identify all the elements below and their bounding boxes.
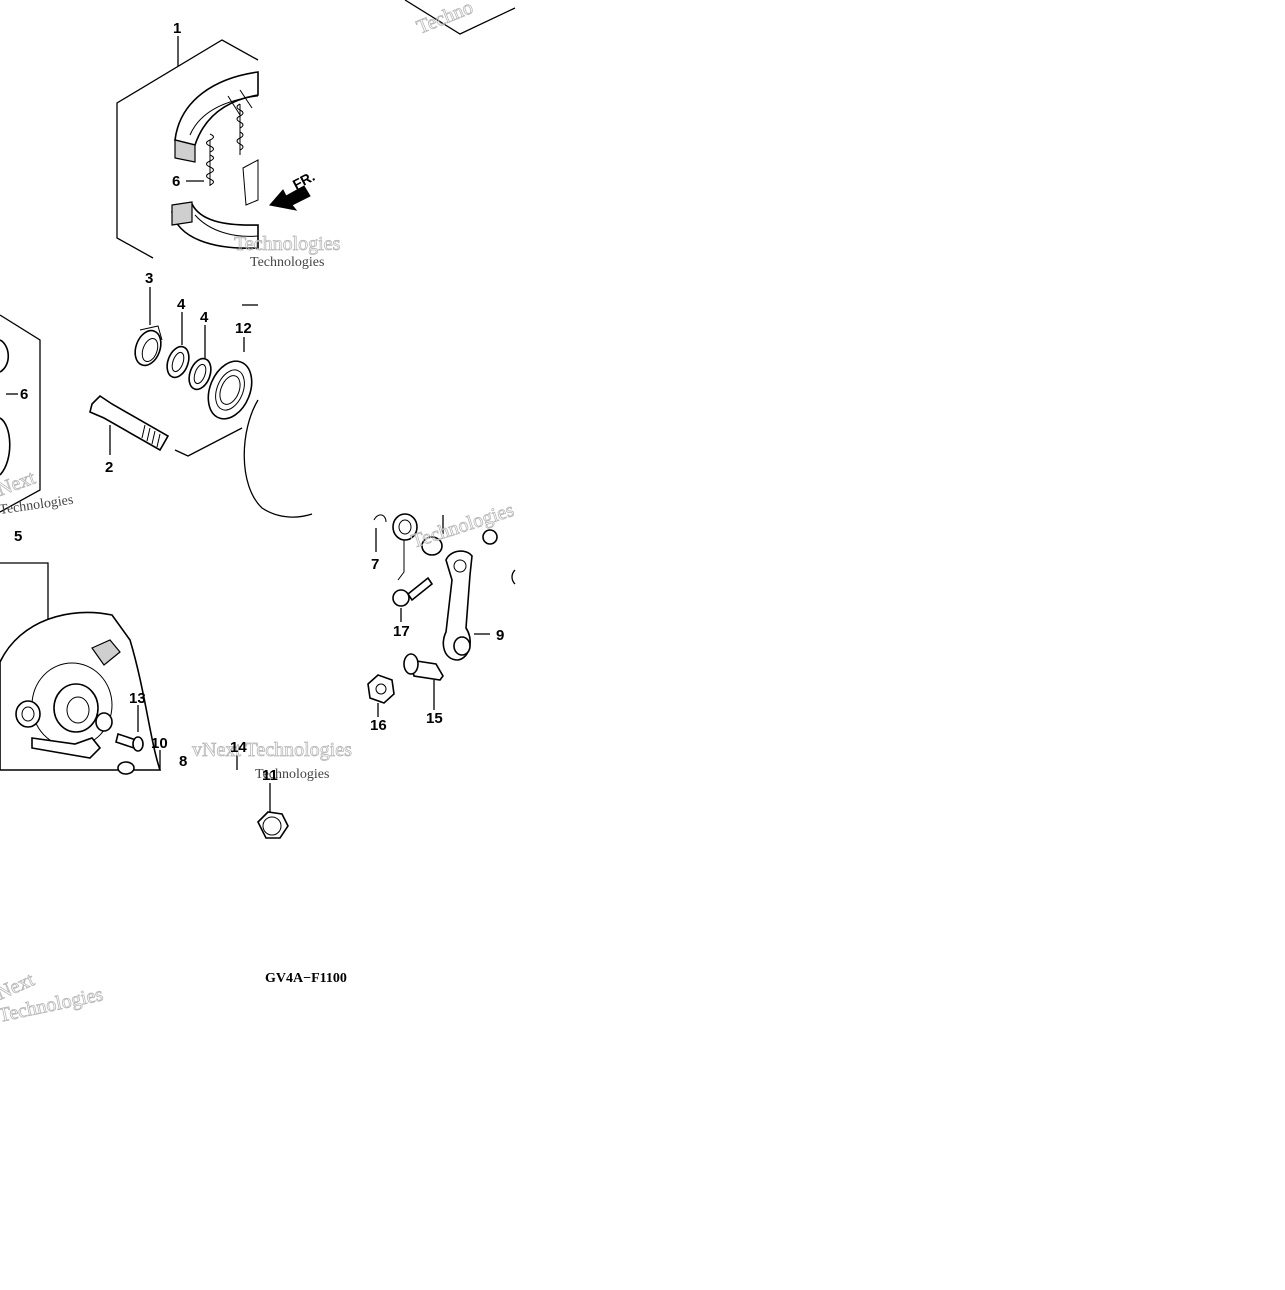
box-left-middle: Next Technologies	[0, 314, 74, 518]
brake-arm-assembly: Technologies	[367, 499, 517, 717]
callout-2: 2	[105, 459, 113, 476]
watermark: vNext Technologies	[192, 739, 352, 761]
callout-10: 10	[151, 735, 168, 752]
callout-9: 9	[496, 627, 504, 644]
callout-11: 11	[262, 767, 278, 784]
callout-labels: 1 6 3 4 4 12 6 2 5 7 17 9 16 15 13 10 8 …	[14, 20, 504, 784]
callout-8: 8	[179, 753, 187, 770]
callout-14: 14	[230, 739, 247, 756]
callout-6: 6	[172, 173, 180, 190]
callout-7: 7	[371, 556, 379, 573]
watermark: Technologies	[255, 767, 329, 782]
brake-shoe-set: FR. Technologies Technologies	[116, 36, 341, 270]
watermark: Technologies	[409, 499, 517, 553]
callout-4: 4	[200, 309, 209, 326]
brake-panel: vNext Technologies	[0, 562, 352, 775]
brake-cam-assembly	[89, 287, 313, 518]
watermark: Techno	[414, 0, 477, 39]
callout-16: 16	[370, 717, 387, 734]
watermark: Technologies	[234, 233, 341, 255]
callout-6: 6	[20, 386, 28, 403]
watermark: Next	[0, 467, 39, 501]
callout-13: 13	[129, 690, 146, 707]
box-corner-top-right: Techno	[404, 0, 516, 39]
callout-5: 5	[14, 528, 22, 545]
watermark: Technologies	[250, 255, 324, 270]
axle-nut: Technologies	[255, 767, 329, 839]
front-direction-label: FR.	[290, 168, 317, 193]
callout-12: 12	[235, 320, 252, 337]
callout-17: 17	[393, 623, 410, 640]
callout-3: 3	[145, 270, 153, 287]
callout-15: 15	[426, 710, 443, 727]
diagram-code: GV4A−F1100	[265, 971, 347, 986]
callout-1: 1	[173, 20, 181, 37]
callout-4: 4	[177, 296, 186, 313]
